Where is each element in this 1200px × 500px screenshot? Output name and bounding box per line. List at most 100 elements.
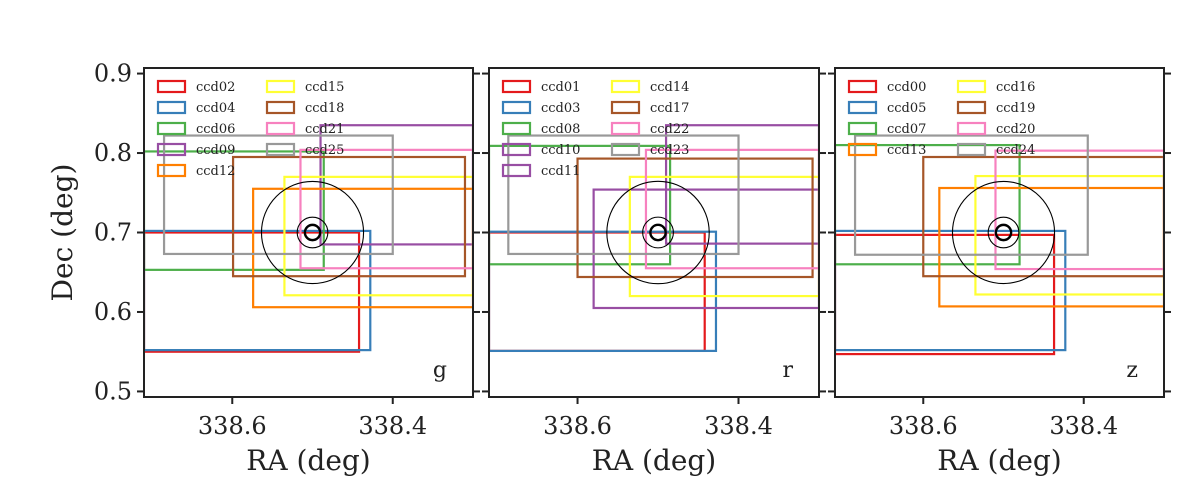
legend-item-ccd06: ccd06 (156, 121, 235, 137)
legend-swatch (156, 100, 187, 115)
legend-swatch (610, 121, 641, 136)
legend-swatch (501, 142, 532, 157)
legend-label: ccd09 (196, 143, 235, 158)
legend-item-ccd12: ccd12 (156, 163, 235, 179)
y-tick-label: 0.5 (94, 377, 132, 405)
ccd-footprint-ccd10 (664, 124, 819, 245)
legend-item-ccd10: ccd10 (501, 142, 580, 158)
ccd-footprint-ccd22 (644, 148, 819, 270)
legend-swatch (610, 100, 641, 115)
legend-swatch (501, 163, 532, 178)
legend-item-ccd07: ccd07 (847, 121, 926, 137)
band-label: g (433, 358, 447, 383)
legend-item-ccd08: ccd08 (501, 121, 580, 137)
ccd-footprint-ccd08 (489, 144, 672, 266)
legend-label: ccd24 (996, 143, 1035, 158)
legend-label: ccd07 (887, 122, 926, 137)
legend-swatch (501, 100, 532, 115)
ccd-footprint-ccd01 (489, 231, 706, 353)
legend-item-ccd25: ccd25 (265, 142, 344, 158)
legend-item-ccd09: ccd09 (156, 142, 235, 158)
ccd-footprint-ccd25 (162, 134, 394, 256)
legend-label: ccd12 (196, 164, 235, 179)
y-tick-label: 0.8 (94, 139, 132, 167)
legend-swatch (956, 142, 987, 157)
legend-item-ccd21: ccd21 (265, 121, 344, 137)
legend-label: ccd10 (541, 143, 580, 158)
legend-item-ccd18: ccd18 (265, 100, 344, 116)
y-tick-label: 0.7 (94, 219, 132, 247)
ccd-footprint-ccd12 (252, 187, 473, 309)
x-tick-label: 338.4 (704, 412, 773, 440)
target-circle-3 (649, 223, 667, 242)
legend-item-ccd02: ccd02 (156, 79, 235, 95)
legend-swatch (156, 142, 187, 157)
x-tick-label: 338.4 (1049, 412, 1118, 440)
ccd-footprint-ccd04 (144, 229, 372, 352)
ccd-footprint-ccd17 (576, 157, 814, 279)
legend: ccd01 ccd03 ccd08 ccd10 ccd11 ccd14 ccd17 ccd22… (501, 79, 689, 179)
x-axis-label: RA (deg) (246, 444, 370, 477)
legend-item-ccd22: ccd22 (610, 121, 689, 137)
ccd-footprint-ccd14 (628, 175, 819, 298)
ccd-footprint-ccd19 (922, 155, 1164, 278)
legend-item-ccd03: ccd03 (501, 100, 580, 116)
legend-swatch (847, 100, 878, 115)
x-axis-label: RA (deg) (937, 444, 1061, 477)
target-circle-2 (987, 216, 1020, 249)
legend-label: ccd20 (996, 122, 1035, 137)
legend-swatch (265, 142, 296, 157)
legend-label: ccd14 (650, 80, 689, 95)
legend-swatch (156, 121, 187, 136)
y-tick-label: 0.6 (94, 298, 132, 326)
ccd-footprint-ccd03 (489, 230, 718, 353)
x-tick-label: 338.6 (543, 412, 612, 440)
target-circle-2 (642, 216, 674, 249)
target-circle-1 (606, 180, 710, 285)
legend-label: ccd00 (887, 80, 926, 95)
legend-item-ccd13: ccd13 (847, 142, 926, 158)
legend-label: ccd11 (541, 164, 580, 179)
legend-label: ccd25 (305, 143, 344, 158)
legend-swatch (501, 79, 532, 94)
legend-swatch (956, 79, 987, 94)
ccd-footprint-ccd20 (994, 149, 1164, 271)
legend-item-ccd11: ccd11 (501, 163, 580, 179)
legend-label: ccd06 (196, 122, 235, 137)
legend-label: ccd19 (996, 101, 1035, 116)
legend-swatch (265, 100, 296, 115)
ccd-footprint-ccd23 (507, 134, 740, 256)
legend-swatch (610, 142, 641, 157)
ccd-footprint-ccd18 (231, 155, 467, 278)
ccd-footprint-ccd13 (938, 186, 1164, 308)
legend-label: ccd05 (887, 101, 926, 116)
band-label: r (782, 358, 793, 383)
x-tick-label: 338.6 (889, 412, 958, 440)
legend-swatch (156, 79, 187, 94)
target-circle-1 (951, 180, 1056, 285)
legend-item-ccd15: ccd15 (265, 79, 344, 95)
ccd-footprint-ccd24 (853, 134, 1089, 256)
target-circle-2 (296, 216, 329, 249)
legend-item-ccd05: ccd05 (847, 100, 926, 116)
legend-label: ccd13 (887, 143, 926, 158)
legend-item-ccd01: ccd01 (501, 79, 580, 95)
legend-label: ccd15 (305, 80, 344, 95)
legend-label: ccd17 (650, 101, 689, 116)
legend-swatch (956, 121, 987, 136)
legend: ccd02 ccd04 ccd06 ccd09 ccd12 ccd15 ccd18 ccd21… (156, 79, 344, 179)
legend-label: ccd18 (305, 101, 344, 116)
legend-label: ccd22 (650, 122, 689, 137)
legend-item-ccd04: ccd04 (156, 100, 235, 116)
target-circle-3 (994, 223, 1013, 242)
legend-item-ccd19: ccd19 (956, 100, 1035, 116)
legend-item-ccd00: ccd00 (847, 79, 926, 95)
legend-label: ccd01 (541, 80, 580, 95)
y-axis-label: Dec (deg) (46, 164, 79, 302)
ccd-footprint-ccd09 (319, 124, 473, 246)
